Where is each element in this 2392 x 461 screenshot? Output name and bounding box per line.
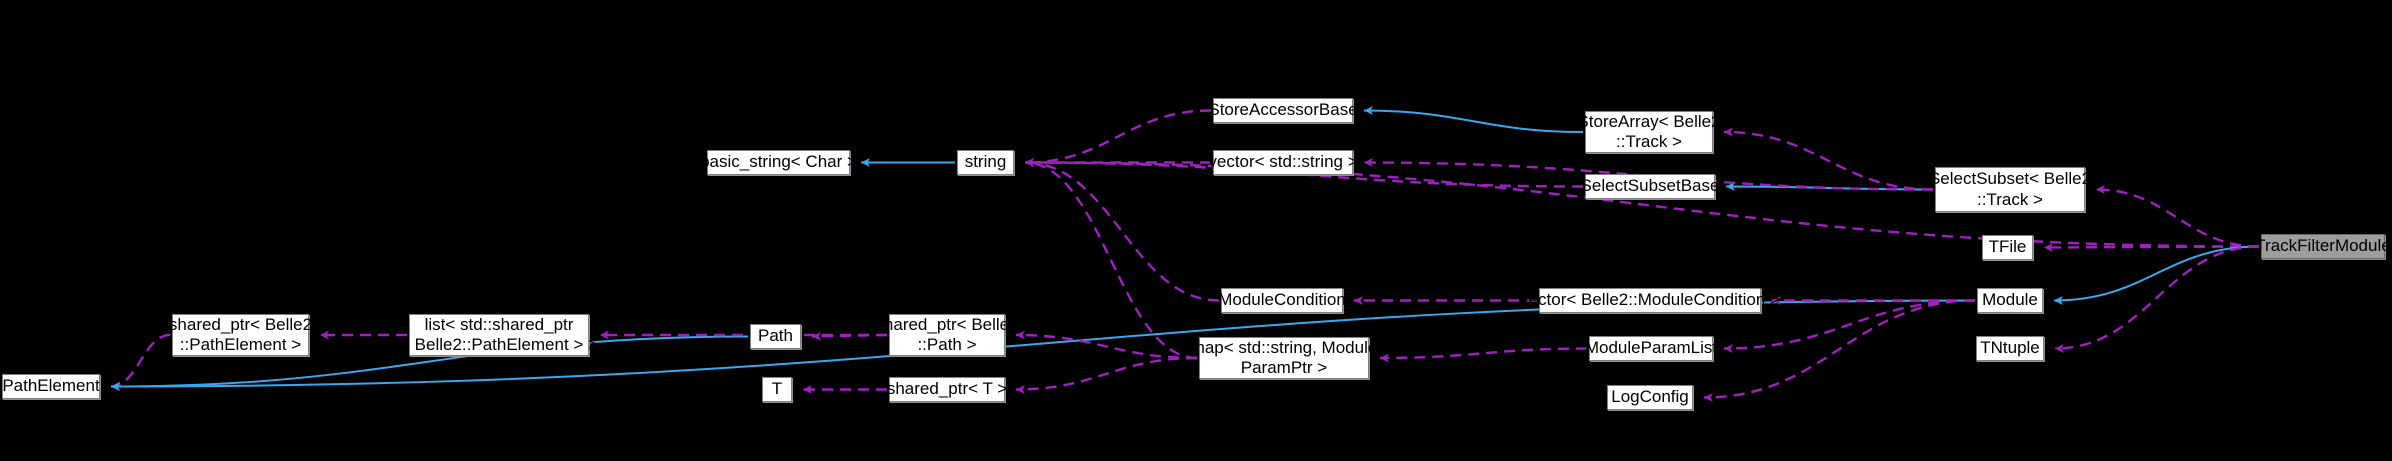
- graph-node-label: PathElement: [2, 376, 100, 396]
- graph-node-label: vector< Belle2::ModuleCondition >: [1520, 290, 1780, 310]
- edge-storearray_track-to-storeaccessorbase: [1363, 106, 1584, 133]
- graph-node-label: TNtuple: [1980, 338, 2040, 358]
- edge-trackfiltermodule-to-tntuple: [2054, 245, 2260, 353]
- graph-node-t[interactable]: T: [762, 377, 792, 402]
- graph-node-string[interactable]: string: [957, 150, 1014, 175]
- graph-node-storearray_track[interactable]: StoreArray< Belle2 ::Track >: [1577, 111, 1721, 153]
- graph-node-module[interactable]: Module: [1977, 288, 2043, 313]
- graph-node-label: StoreAccessorBase: [1208, 100, 1358, 120]
- edge-selectsubset_track-to-selectsubsetbase: [1725, 182, 1934, 192]
- graph-node-label: ModuleCondition: [1218, 290, 1346, 310]
- graph-node-sharedptr_pathelem[interactable]: shared_ptr< Belle2 ::PathElement >: [169, 314, 312, 356]
- graph-node-selectsubsetbase[interactable]: SelectSubsetBase: [1581, 174, 1719, 199]
- graph-node-pathelement[interactable]: PathElement: [2, 374, 100, 399]
- graph-node-map_moduleparamptr[interactable]: map< std::string, Module ParamPtr >: [1191, 337, 1377, 379]
- graph-node-label: SelectSubset< Belle2 ::Track >: [1928, 169, 2092, 209]
- edge-storeaccessorbase-to-string: [1024, 109, 1212, 167]
- edge-map_moduleparamptr-to-string: [1024, 158, 1198, 360]
- graph-node-modulecondition[interactable]: ModuleCondition: [1218, 288, 1346, 313]
- graph-node-sharedptr_path[interactable]: shared_ptr< Belle2 ::Path >: [875, 314, 1019, 356]
- graph-node-sharedptr_t[interactable]: shared_ptr< T >: [887, 377, 1007, 402]
- graph-node-label: basic_string< Char >: [700, 152, 857, 172]
- graph-node-vector_string[interactable]: vector< std::string >: [1208, 150, 1358, 175]
- graph-node-label: TFile: [1988, 237, 2027, 257]
- graph-node-label: SelectSubsetBase: [1580, 176, 1720, 196]
- graph-node-label: string: [964, 152, 1007, 172]
- graph-node-path[interactable]: Path: [750, 324, 801, 349]
- graph-node-moduleparamlist[interactable]: ModuleParamList: [1585, 336, 1717, 361]
- edge-trackfiltermodule-to-tfile: [2043, 242, 2260, 252]
- graph-node-label: shared_ptr< Belle2 ::PathElement >: [168, 314, 313, 354]
- graph-node-selectsubset_track[interactable]: SelectSubset< Belle2 ::Track >: [1929, 167, 2091, 212]
- edge-map_moduleparamptr-to-sharedptr_t: [1015, 356, 1198, 394]
- edge-modulecondition-to-string: [1024, 158, 1220, 302]
- graph-node-storeaccessorbase[interactable]: StoreAccessorBase: [1208, 98, 1358, 123]
- edge-sharedptr_pathelem-to-pathelement: [110, 333, 171, 391]
- graph-node-label: T: [771, 379, 783, 399]
- graph-node-logconfig[interactable]: LogConfig: [1607, 385, 1693, 410]
- graph-node-trackfiltermodule[interactable]: TrackFilterModule: [2255, 234, 2391, 259]
- graph-node-label: shared_ptr< T >: [886, 379, 1008, 399]
- graph-node-tntuple[interactable]: TNtuple: [1976, 336, 2044, 361]
- edge-trackfiltermodule-to-module: [2053, 245, 2260, 305]
- graph-node-label: vector< std::string >: [1208, 152, 1358, 172]
- graph-node-tfile[interactable]: TFile: [1982, 235, 2033, 260]
- edge-selectsubset_track-to-storearray_track: [1723, 127, 1934, 191]
- edge-module-to-logconfig: [1703, 299, 1976, 402]
- graph-node-vector_modulecond[interactable]: vector< Belle2::ModuleCondition >: [1520, 288, 1780, 313]
- graph-node-label: Module: [1982, 290, 2038, 310]
- graph-node-basic_string[interactable]: basic_string< Char >: [700, 150, 857, 175]
- graph-node-label: list< std::shared_ptr < Belle2::PathElem…: [400, 314, 598, 354]
- graph-node-list_sharedptr[interactable]: list< std::shared_ptr < Belle2::PathElem…: [400, 314, 598, 356]
- graph-node-label: TrackFilterModule: [2255, 236, 2391, 256]
- edge-trackfiltermodule-to-selectsubset_track: [2095, 185, 2260, 248]
- graph-node-label: shared_ptr< Belle2 ::Path >: [875, 314, 1019, 354]
- graph-node-label: map< std::string, Module ParamPtr >: [1190, 337, 1378, 377]
- graph-node-label: Path: [758, 326, 793, 346]
- edge-moduleparamlist-to-map_moduleparamptr: [1379, 347, 1588, 363]
- graph-node-label: LogConfig: [1611, 387, 1689, 407]
- edge-map_moduleparamptr-to-sharedptr_path: [1015, 330, 1198, 360]
- graph-node-label: StoreArray< Belle2 ::Track >: [1577, 111, 1721, 151]
- graph-node-label: ModuleParamList: [1584, 338, 1718, 358]
